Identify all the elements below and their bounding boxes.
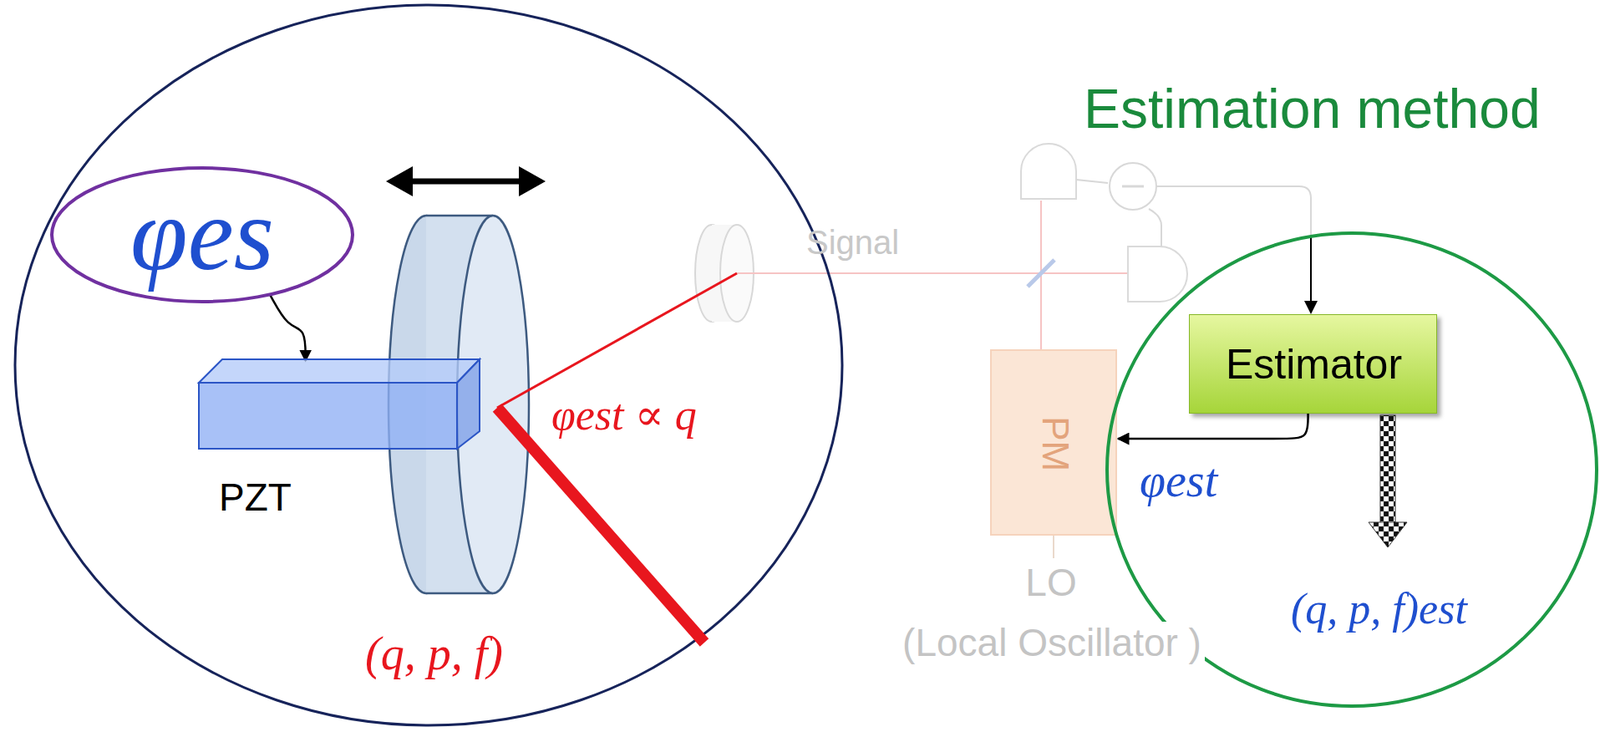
state-vector: (q, p, f)	[365, 628, 503, 681]
box-label: PM	[1035, 416, 1076, 472]
faint-detector	[1020, 143, 1077, 199]
beam-name: Signal	[806, 223, 900, 261]
reflected-beam	[497, 407, 705, 643]
pzt-actuator: PZT	[198, 359, 480, 449]
output-arrow	[1368, 415, 1407, 548]
signal-wire	[1310, 236, 1312, 303]
motion-arrow-shaft	[405, 178, 527, 185]
arrow-head	[1304, 300, 1318, 315]
phase-modulator-box: PM	[990, 349, 1118, 536]
mirror-edge	[426, 592, 493, 595]
arrow-head	[386, 166, 413, 197]
edge-label: φest	[1139, 455, 1218, 508]
pzt-top-face	[198, 359, 480, 383]
pzt-body	[198, 359, 480, 449]
part-name: PZT	[218, 476, 292, 519]
faint-wire	[1148, 208, 1162, 247]
faint-detector	[1127, 246, 1188, 302]
pzt-side-face	[457, 359, 480, 449]
motion-arrow	[386, 166, 546, 197]
faint-subtractor	[1109, 162, 1157, 210]
estimator-box: Estimator	[1188, 314, 1438, 414]
estimated-state: (q, p, f)est	[1290, 584, 1468, 633]
proportion-note: φest ∝ q	[551, 391, 697, 439]
incident-beam	[497, 273, 737, 408]
setup-outline	[15, 5, 843, 726]
ellipse-border	[51, 167, 353, 302]
setpoint-ellipse: φes	[51, 167, 353, 302]
region-heading: Estimation method	[1083, 81, 1541, 137]
faint-wire	[1076, 179, 1108, 183]
beam-name: LO	[1025, 561, 1077, 605]
connector-arrow	[1117, 413, 1309, 439]
checkered-head	[1368, 522, 1407, 548]
mirror-edge	[426, 214, 493, 218]
faint-lo-line	[1052, 535, 1055, 559]
faint-wire	[1156, 186, 1311, 237]
checkered-shaft	[1380, 415, 1396, 524]
faint-signal-beam	[736, 272, 1128, 275]
faint-beam-splitter	[1027, 259, 1055, 287]
connector-arrow	[269, 294, 306, 361]
beam-description: (Local Oscillator )	[899, 621, 1205, 665]
box-label: Estimator	[1225, 341, 1402, 388]
pzt-front-face	[198, 382, 458, 449]
mirror-front-face	[457, 215, 529, 594]
arrow-head	[518, 166, 546, 197]
faint-minus-sign	[1122, 185, 1144, 188]
setpoint-symbol: φes	[130, 182, 275, 287]
